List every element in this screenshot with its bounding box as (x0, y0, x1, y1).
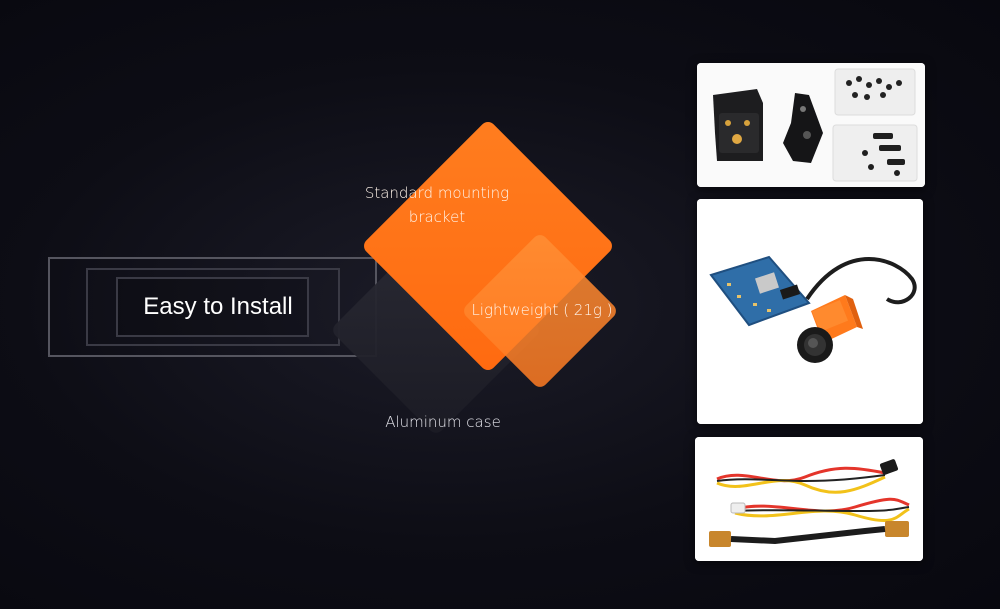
cables-photo (695, 437, 923, 561)
feature-case-label: Aluminum case (385, 413, 501, 431)
bracket-kit-photo (697, 63, 925, 187)
lightweight-tile (464, 235, 616, 387)
feature-weight-label: Lightweight ( 21g ) (471, 301, 613, 319)
headline-middle-frame (86, 268, 340, 346)
camera-board-photo (697, 199, 923, 424)
headline-text: Easy to Install (143, 293, 293, 320)
headline-inner-frame (116, 277, 309, 337)
